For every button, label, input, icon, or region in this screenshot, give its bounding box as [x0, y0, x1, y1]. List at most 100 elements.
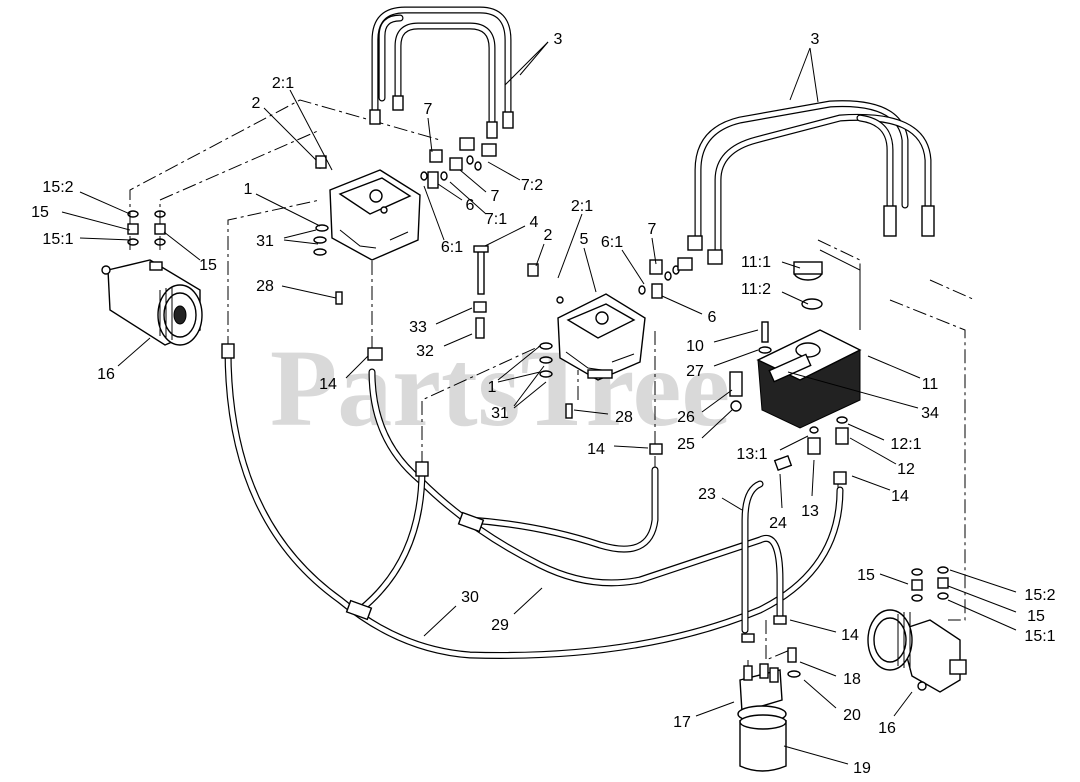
leader-line-c-1-left-0: [255, 193, 321, 227]
callout-c-15-left: 15: [31, 204, 49, 221]
leader-line-c-15-2-right-0: [949, 569, 1017, 593]
callout-c-24: 24: [769, 515, 787, 532]
callout-c-7-c: 7: [648, 221, 657, 238]
leader-line-c-29-0: [513, 587, 543, 615]
bolt-and-spacers: [473, 245, 573, 419]
leader-line-c-1-mid-0: [497, 345, 541, 381]
leader-line-c-7-1-0: [449, 181, 487, 215]
callout-c-2-top: 2: [252, 95, 261, 112]
callout-c-15-2-right: 15:2: [1024, 587, 1055, 604]
callout-c-13: 13: [801, 503, 819, 520]
leader-line-c-2-mid-0: [535, 243, 545, 267]
callout-c-15-1-left: 15:1: [42, 231, 73, 248]
wheel-motor-right: [867, 609, 967, 693]
leader-line-c-3-left-0: [519, 41, 549, 76]
callout-c-20: 20: [843, 707, 861, 724]
leader-line-c-14-a-0: [345, 355, 369, 379]
leader-line-c-33-0: [435, 307, 473, 325]
leader-line-c-28-left-0: [281, 285, 337, 299]
leader-line-c-2-1-top-0: [289, 89, 333, 171]
leader-line-c-11-2-0: [781, 291, 809, 305]
leader-line-c-15-1-left-0: [79, 237, 131, 241]
leader-line-c-11-1-0: [781, 261, 801, 269]
leader-line-c-11-0: [867, 355, 921, 379]
callout-c-28-mid: 28: [615, 409, 633, 426]
callout-c-14-c: 14: [891, 488, 909, 505]
leader-line-c-15-1-right-0: [947, 599, 1017, 631]
callout-c-6-1-top: 6:1: [441, 239, 463, 256]
leader-line-c-31-mid-0: [513, 365, 545, 407]
pump-upper-fittings: [420, 137, 497, 189]
leader-line-c-7-2-0: [487, 161, 521, 181]
pump-lower-fittings: [638, 257, 693, 299]
leader-line-c-5-0: [583, 247, 597, 293]
leader-line-c-16-left-0: [117, 337, 151, 367]
tank-outlet-fittings: [773, 416, 849, 471]
callout-c-11-1: 11:1: [741, 254, 771, 271]
callout-c-16-right: 16: [878, 720, 896, 737]
callout-c-33: 33: [409, 319, 427, 336]
leader-line-c-28-mid-0: [573, 409, 609, 415]
callout-c-17: 17: [673, 714, 691, 731]
callout-c-11: 11: [922, 376, 939, 393]
callout-c-15-left-b: 15: [199, 257, 217, 274]
callout-c-18: 18: [843, 671, 861, 688]
callout-c-25: 25: [677, 436, 695, 453]
leader-line-c-20-0: [803, 679, 837, 709]
callout-c-28-left: 28: [256, 278, 274, 295]
leader-line-c-23-0: [721, 497, 743, 511]
leader-line-c-31-mid-1: [513, 381, 547, 409]
callout-c-26: 26: [677, 409, 695, 426]
callout-c-13-1: 13:1: [736, 446, 767, 463]
callout-c-6-mid: 6: [708, 309, 717, 326]
leader-line-c-12-0: [849, 437, 897, 465]
leader-line-c-12-1-0: [847, 423, 885, 441]
watermark-text: PartsTree: [270, 327, 730, 449]
leader-line-c-15-right-a-0: [879, 573, 909, 585]
leader-line-c-7-a-0: [427, 117, 433, 153]
leader-line-c-32-0: [443, 333, 473, 347]
leader-line-c-14-c-0: [851, 475, 891, 491]
leader-line-c-7-b-0: [459, 169, 487, 193]
callout-c-14-a: 14: [319, 376, 337, 393]
leader-line-c-2-1-mid-0: [557, 213, 583, 279]
callout-c-16-left: 16: [97, 366, 115, 383]
callout-c-7-a: 7: [424, 101, 433, 118]
callout-c-10: 10: [686, 338, 704, 355]
leader-line-c-27-0: [713, 349, 759, 367]
leader-line-c-6-mid-0: [661, 295, 703, 315]
leader-line-c-18-0: [799, 661, 837, 677]
leader-line-c-6-a-0: [437, 183, 463, 201]
callout-c-7-b: 7: [491, 188, 500, 205]
leader-line-c-19-0: [783, 745, 849, 765]
leader-line-c-15-2-left-0: [79, 191, 131, 215]
leader-line-c-14-d-0: [789, 619, 837, 633]
callout-c-23: 23: [698, 486, 716, 503]
pump-lower: [527, 263, 646, 381]
callout-c-2-mid: 2: [544, 227, 553, 244]
leader-line-c-14-b-0: [613, 445, 649, 449]
callout-c-27: 27: [686, 363, 704, 380]
callout-c-7-2: 7:2: [521, 177, 543, 194]
callout-c-12-1: 12:1: [890, 436, 921, 453]
callout-c-15-2-left: 15:2: [42, 179, 73, 196]
wheel-motor-left: [101, 259, 203, 346]
callout-c-32: 32: [416, 343, 434, 360]
filter-assembly: [737, 615, 801, 772]
callout-c-15-right-b: 15: [1027, 608, 1045, 625]
leader-line-c-15-left-b-0: [163, 231, 201, 261]
callout-c-30: 30: [461, 589, 479, 606]
callout-c-11-2: 11:2: [741, 281, 771, 298]
callout-c-34: 34: [921, 405, 939, 422]
leader-line-c-2-top-0: [263, 107, 317, 161]
callout-c-6-1-mid: 6:1: [601, 234, 623, 251]
leader-line-c-6-1-mid-0: [621, 249, 645, 285]
callout-c-31-mid: 31: [491, 405, 509, 422]
callout-c-2-1-top: 2:1: [272, 75, 294, 92]
callout-c-15-right-a: 15: [857, 567, 875, 584]
leader-line-c-13-1-0: [779, 435, 809, 451]
leader-line-c-34-0: [787, 371, 919, 409]
callout-c-7-1: 7:1: [485, 211, 507, 228]
seal-stack-right: [911, 566, 949, 602]
callout-c-12: 12: [897, 461, 915, 478]
